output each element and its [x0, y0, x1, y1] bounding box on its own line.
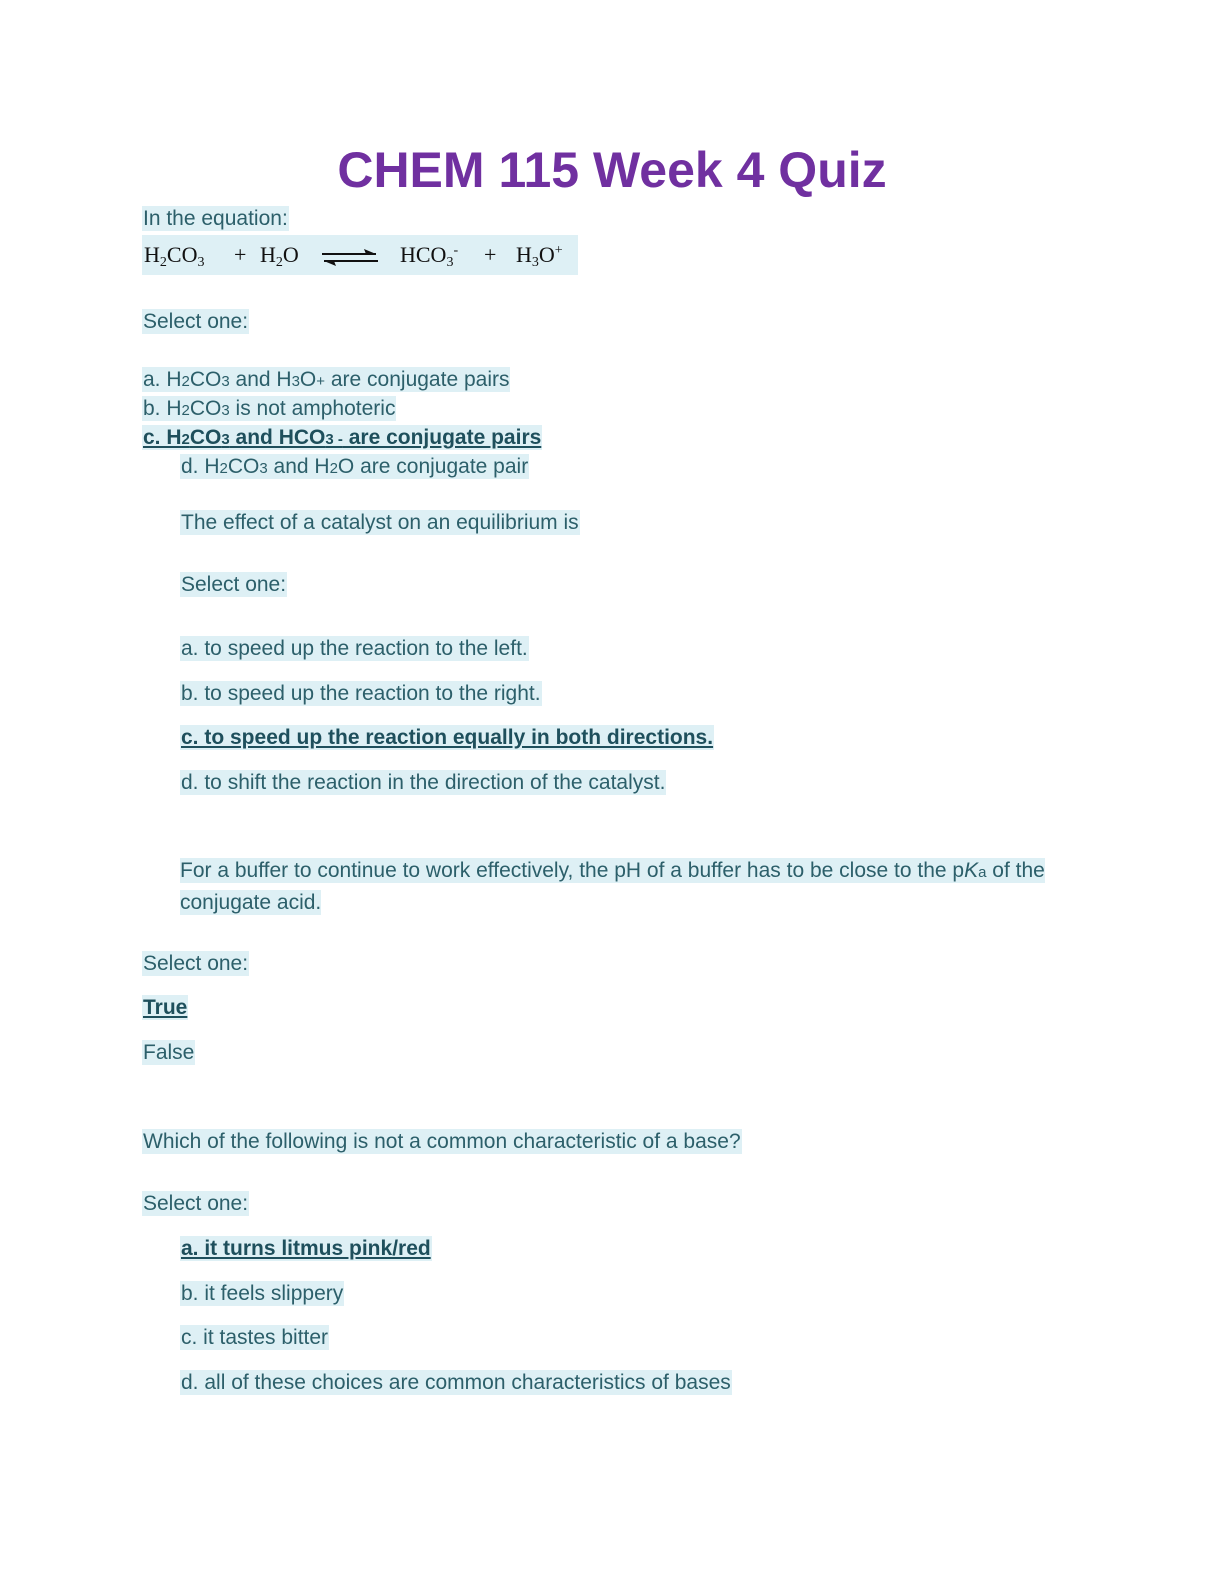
equation-h2o: H2O [260, 242, 299, 270]
q1-option-a[interactable]: a. H2CO3 and H3O+ are conjugate pairs [142, 367, 511, 392]
q4-option-c[interactable]: c. it tastes bitter [180, 1325, 330, 1350]
q4-select-one: Select one: [142, 1191, 250, 1216]
q1-option-b[interactable]: b. H2CO3 is not amphoteric [142, 396, 397, 421]
q2-option-b[interactable]: b. to speed up the reaction to the right… [180, 681, 542, 706]
q2-select-one: Select one: [180, 572, 288, 597]
q2-question: The effect of a catalyst on an equilibri… [180, 510, 580, 535]
q1-option-c-answer[interactable]: c. H2CO3 and HCO3 - are conjugate pairs [142, 425, 543, 450]
q4-option-b[interactable]: b. it feels slippery [180, 1281, 345, 1306]
q2-option-d[interactable]: d. to shift the reaction in the directio… [180, 770, 667, 795]
q3-option-false[interactable]: False [142, 1040, 196, 1065]
equation-plus: + [234, 242, 247, 267]
q3-statement: For a buffer to continue to work effecti… [180, 858, 1045, 915]
page-title: CHEM 115 Week 4 Quiz [337, 142, 887, 198]
equation-h3o: H3O+ [516, 242, 563, 270]
q4-question: Which of the following is not a common c… [142, 1129, 742, 1154]
q1-option-d[interactable]: d. H2CO3 and H2O are conjugate pair [180, 454, 530, 479]
q1-select-one: Select one: [142, 309, 250, 334]
q4-option-a-answer[interactable]: a. it turns litmus pink/red [180, 1236, 432, 1261]
equilibrium-arrow-icon [322, 249, 378, 266]
q1-intro: In the equation: [142, 206, 289, 231]
equation-plus: + [484, 242, 497, 267]
q3-select-one: Select one: [142, 951, 250, 976]
q2-option-c-answer[interactable]: c. to speed up the reaction equally in b… [180, 725, 715, 750]
q2-option-a[interactable]: a. to speed up the reaction to the left. [180, 636, 529, 661]
q4-option-d[interactable]: d. all of these choices are common chara… [180, 1370, 732, 1395]
equation-hco3: HCO3- [400, 242, 459, 270]
equation-h2co3: H2CO3 [144, 242, 205, 270]
q3-option-true-answer[interactable]: True [142, 995, 189, 1020]
